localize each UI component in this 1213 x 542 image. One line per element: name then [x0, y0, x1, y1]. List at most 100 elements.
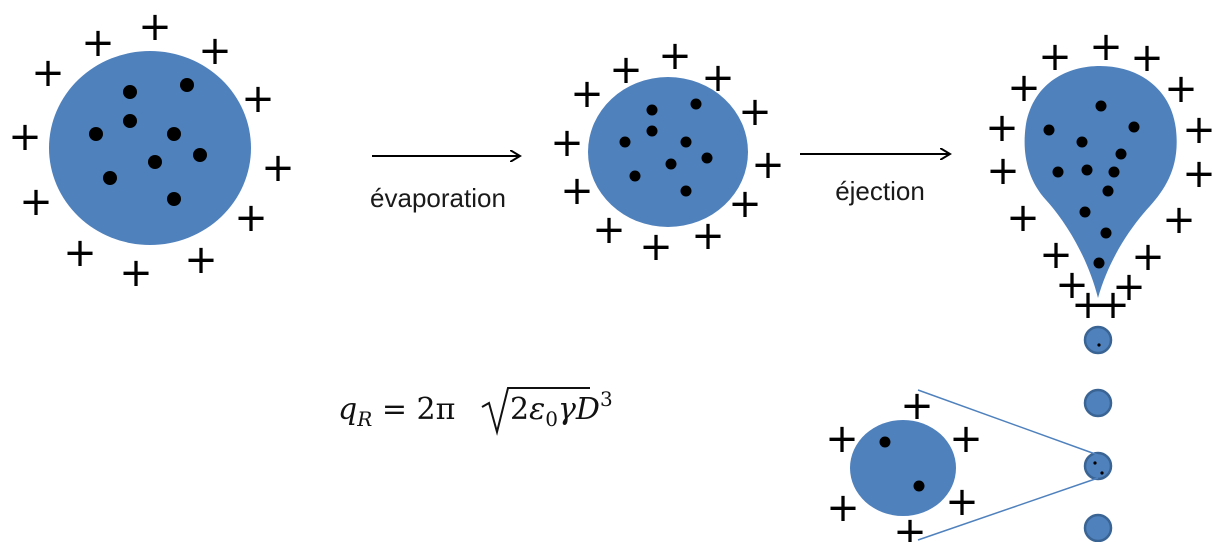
offspring-droplet-4	[1085, 515, 1111, 541]
particle	[666, 159, 677, 170]
positive-charge: +	[728, 181, 762, 227]
positive-charge: +	[738, 89, 772, 135]
positive-charge: +	[19, 179, 53, 225]
positive-charge: +	[826, 485, 860, 531]
positive-charge: +	[31, 50, 65, 96]
positive-charge: +	[691, 213, 725, 259]
formula-coefficient: 2	[510, 392, 529, 427]
positive-charge: +	[893, 509, 927, 542]
particle	[167, 127, 181, 141]
particle	[103, 171, 117, 185]
particle	[1080, 207, 1091, 218]
formula-gamma: γ	[558, 392, 576, 427]
particle	[1129, 122, 1140, 133]
formula-equals: = 2π	[372, 392, 455, 427]
formula-epsilon: ε	[529, 392, 545, 427]
offspring-droplet-1	[1085, 327, 1111, 353]
particle	[702, 153, 713, 164]
particle	[89, 127, 103, 141]
particle	[1116, 149, 1127, 160]
medium-droplet-group: + + + + + + + + + + + +	[550, 33, 785, 270]
particle	[1097, 343, 1100, 346]
particle	[681, 186, 692, 197]
formula-lhs-subscript: R	[356, 407, 372, 431]
cone-droplet-group: + + + + + + + + + + + + + + + + +	[985, 24, 1213, 328]
positive-charge: +	[1130, 35, 1164, 81]
positive-charge: +	[701, 55, 735, 101]
particle	[123, 85, 137, 99]
particle	[148, 155, 162, 169]
positive-charge: +	[986, 148, 1020, 194]
positive-charge: +	[570, 71, 604, 117]
particle	[1101, 228, 1112, 239]
particle	[691, 99, 702, 110]
large-droplet	[49, 51, 251, 245]
positive-charge: +	[241, 76, 275, 122]
particle	[167, 192, 181, 206]
particle	[123, 114, 137, 128]
particle	[880, 437, 891, 448]
positive-charge: +	[945, 479, 979, 525]
particle	[914, 481, 925, 492]
ejection-label: éjection	[835, 176, 925, 206]
positive-charge: +	[1162, 197, 1196, 243]
particle	[647, 126, 658, 137]
particle	[1093, 461, 1096, 464]
positive-charge: +	[138, 4, 172, 50]
formula-lhs: q	[338, 392, 357, 427]
offspring-droplet-2	[1085, 390, 1111, 416]
positive-charge: +	[900, 383, 934, 429]
particle	[180, 78, 194, 92]
evaporation-label: évaporation	[370, 183, 506, 213]
particle	[1082, 165, 1093, 176]
formula-diameter: D	[575, 392, 600, 427]
positive-charge: +	[1182, 107, 1213, 153]
positive-charge: +	[639, 224, 673, 270]
particle	[620, 137, 631, 148]
positive-charge: +	[550, 120, 584, 166]
positive-charge: +	[184, 237, 218, 283]
positive-charge: +	[198, 28, 232, 74]
positive-charge: +	[1096, 282, 1130, 328]
particle	[1077, 137, 1088, 148]
particle	[681, 137, 692, 148]
formula-epsilon-subscript: 0	[545, 407, 558, 431]
positive-charge: +	[261, 145, 295, 191]
offspring-droplets	[1085, 327, 1111, 541]
particle	[193, 148, 207, 162]
positive-charge: +	[63, 230, 97, 276]
particle	[1109, 167, 1120, 178]
positive-charge: +	[1089, 24, 1123, 70]
positive-charge: +	[985, 105, 1019, 151]
positive-charge: +	[825, 416, 859, 462]
positive-charge: +	[560, 168, 594, 214]
formula-exponent: 3	[600, 387, 613, 411]
particle	[1044, 125, 1055, 136]
positive-charge: +	[658, 33, 692, 79]
evaporation-arrow-group: évaporation	[370, 156, 520, 213]
positive-charge: +	[1006, 195, 1040, 241]
offspring-droplet-3	[1085, 453, 1111, 479]
positive-charge: +	[234, 195, 268, 241]
magnified-droplet	[850, 420, 956, 516]
positive-charge: +	[949, 416, 983, 462]
rayleigh-formula: qR = 2π 2ε0γD3	[338, 387, 613, 432]
positive-charge: +	[8, 114, 42, 160]
positive-charge: +	[1038, 34, 1072, 80]
large-droplet-group: + + + + + + + + + + + +	[8, 4, 295, 296]
particle	[1094, 258, 1105, 269]
particle	[1096, 101, 1107, 112]
ejection-arrow-group: éjection	[800, 154, 950, 206]
positive-charge: +	[592, 207, 626, 253]
svg-text:qR = 2π: qR = 2π	[338, 392, 455, 431]
positive-charge: +	[1182, 151, 1213, 197]
particle	[630, 171, 641, 182]
positive-charge: +	[1164, 66, 1198, 112]
particle	[1103, 186, 1114, 197]
magnified-droplet-group: + + + + + +	[825, 383, 983, 542]
particle	[1100, 471, 1103, 474]
positive-charge: +	[609, 47, 643, 93]
positive-charge: +	[81, 20, 115, 66]
positive-charge: +	[119, 250, 153, 296]
